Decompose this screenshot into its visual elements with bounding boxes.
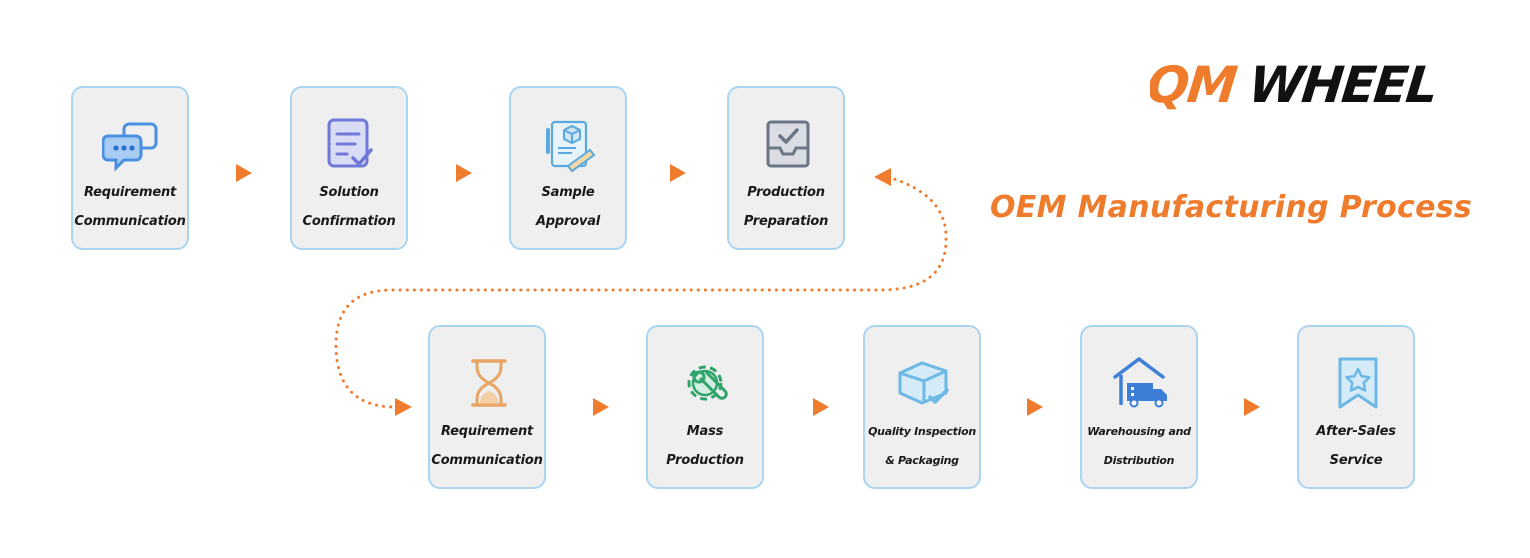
connector-arrowhead-top — [874, 168, 891, 186]
step-label: Quality Inspection& Packaging — [868, 425, 976, 467]
logo-wordmark: QM WHEEL — [1144, 55, 1439, 114]
flow-arrow — [1244, 398, 1260, 416]
flow-arrow — [456, 164, 472, 182]
diagram-title: OEM Manufacturing Process — [990, 190, 1473, 225]
document-check-icon — [321, 114, 381, 174]
blueprint-icon — [540, 114, 600, 174]
svg-text:WHEEL: WHEEL — [1246, 56, 1439, 112]
hourglass-icon — [459, 353, 519, 413]
chat-bubbles-icon — [102, 114, 162, 174]
qmwheel-logo: QM WHEEL — [1144, 55, 1450, 116]
star-bookmark-icon — [1328, 353, 1388, 413]
flow-arrow — [593, 398, 609, 416]
dotted-connector-path — [334, 175, 948, 409]
flow-arrow — [670, 164, 686, 182]
box-check-icon — [894, 353, 954, 413]
connector-arrowhead-bottom — [395, 398, 412, 416]
gear-wrench-icon — [677, 353, 737, 413]
inbox-check-icon — [758, 114, 818, 174]
flow-arrow — [236, 164, 252, 182]
svg-text:QM: QM — [1150, 56, 1239, 112]
step-card-quality-inspection-packaging: Quality Inspection& Packaging — [863, 325, 981, 489]
flow-arrow — [1027, 398, 1043, 416]
warehouse-truck-icon — [1111, 353, 1171, 413]
flow-arrow — [813, 398, 829, 416]
